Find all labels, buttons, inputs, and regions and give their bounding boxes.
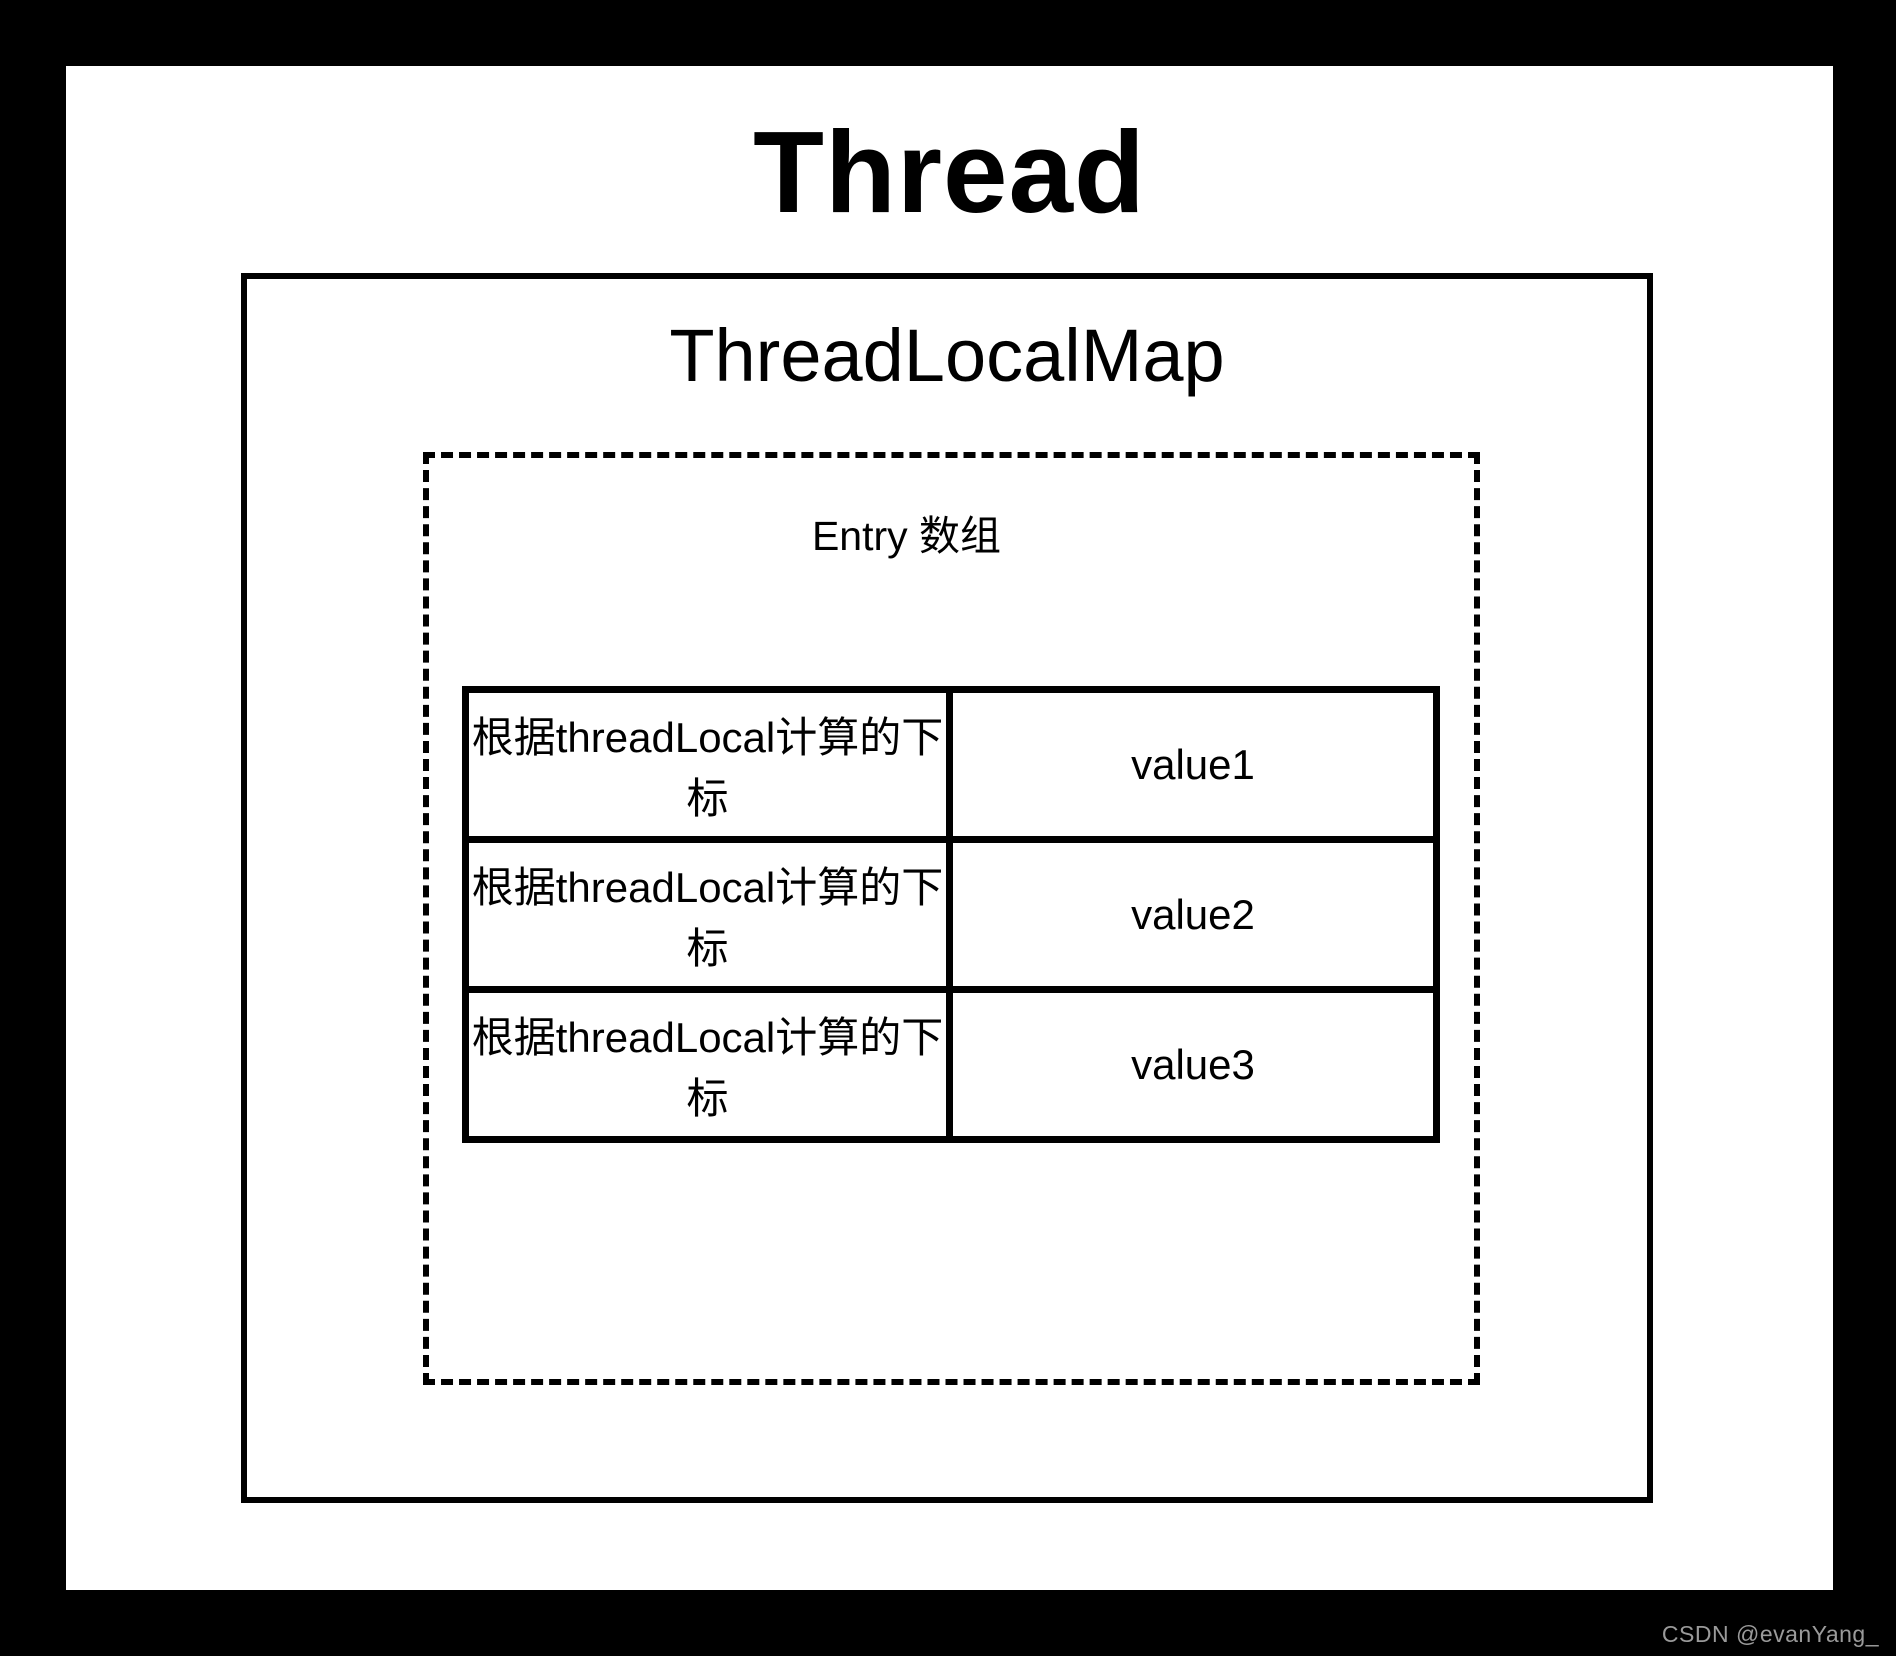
entry-value-cell-1: value1 — [946, 686, 1440, 843]
thread-diagram-area: Thread ThreadLocalMap Entry 数组 根据threadL… — [66, 66, 1833, 1590]
entry-array-box: Entry 数组 根据threadLocal计算的下标 value1 根据thr… — [423, 452, 1480, 1385]
entry-index-cell-1: 根据threadLocal计算的下标 — [462, 686, 953, 843]
entry-value-cell-2: value2 — [946, 836, 1440, 993]
entry-index-cell-2: 根据threadLocal计算的下标 — [462, 836, 953, 993]
entry-row-3: 根据threadLocal计算的下标 value3 — [462, 986, 1440, 1143]
entry-array-title: Entry 数组 — [811, 513, 1002, 559]
entry-index-cell-3: 根据threadLocal计算的下标 — [462, 986, 953, 1143]
entry-value-cell-3: value3 — [946, 986, 1440, 1143]
threadlocalmap-title: ThreadLocalMap — [669, 314, 1225, 397]
entry-row-1: 根据threadLocal计算的下标 value1 — [462, 686, 1440, 843]
entry-row-2: 根据threadLocal计算的下标 value2 — [462, 836, 1440, 993]
entry-table: 根据threadLocal计算的下标 value1 根据threadLocal计… — [462, 686, 1440, 1143]
thread-title: Thread — [753, 107, 1146, 237]
watermark: CSDN @evanYang_ — [1661, 1621, 1879, 1647]
threadlocalmap-box: ThreadLocalMap Entry 数组 根据threadLocal计算的… — [241, 273, 1653, 1503]
